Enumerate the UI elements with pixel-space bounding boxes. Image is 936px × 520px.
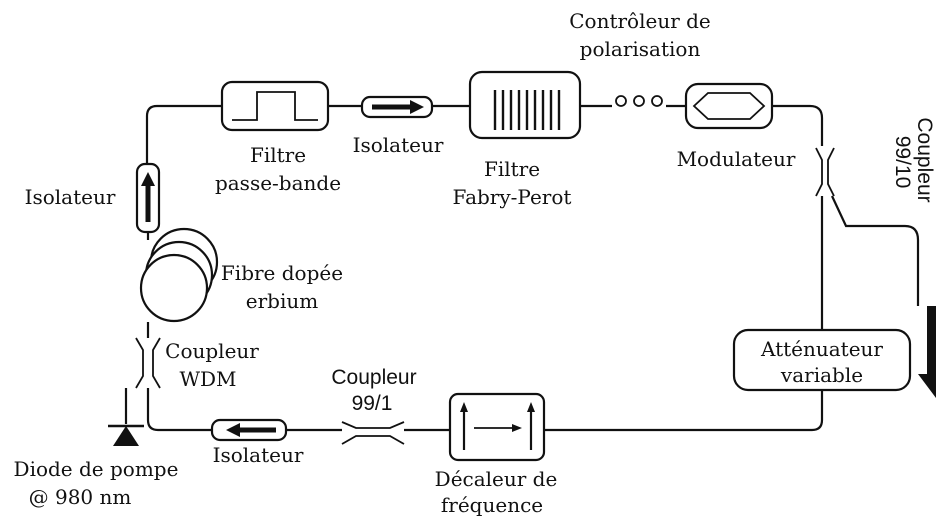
coupler-99-1-label-1: Coupleur	[331, 366, 416, 389]
isolator-top-label: Isolateur	[353, 133, 444, 157]
isolator-bottom: Isolateur	[210, 418, 304, 467]
shifter-left-arrowhead-icon	[460, 402, 468, 412]
output-coupler: Coupleur 99/10	[815, 117, 936, 398]
isolator-bottom-arrowhead-icon	[226, 423, 240, 437]
isolator-left-arrowhead-icon	[141, 172, 155, 186]
output-coupler-label-2: 99/10	[891, 136, 914, 189]
pc-label-2: polarisation	[580, 37, 701, 61]
shifter-label-2: fréquence	[441, 493, 543, 517]
coupler-99-1: Coupleur 99/1	[331, 366, 417, 445]
bandpass-filter: Filtre passe-bande	[215, 80, 341, 195]
isolator-left-label: Isolateur	[25, 185, 116, 209]
fabry-perot-label-1: Filtre	[484, 157, 540, 181]
pump-diode: Diode de pompe @ 980 nm	[14, 388, 179, 509]
shifter-label-1: Décaleur de	[435, 467, 558, 491]
fabry-perot-comb-icon	[493, 90, 561, 130]
pump-label-1: Diode de pompe	[14, 457, 179, 481]
wdm-right-icon	[152, 337, 161, 389]
erbium-label-2: erbium	[246, 289, 318, 313]
erbium-label-1: Fibre dopée	[221, 261, 343, 285]
isolator-left: Isolateur	[25, 162, 161, 234]
fabry-perot-label-2: Fabry-Perot	[453, 185, 572, 209]
output-arrow-shaft-icon	[927, 306, 936, 380]
pc-loop-3-icon	[651, 95, 663, 107]
isolator-top: Isolateur	[353, 95, 444, 157]
fabry-perot-filter: Filtre Fabry-Perot	[453, 70, 582, 209]
fiber-ring	[145, 104, 920, 432]
attenuator-label-2: variable	[780, 363, 863, 387]
bandpass-response-icon	[232, 91, 318, 121]
wdm-label-1: Coupleur	[165, 339, 259, 363]
bandpass-label-1: Filtre	[250, 143, 306, 167]
fiber-output-branch	[831, 195, 920, 306]
shifter-right-arrowhead-icon	[527, 402, 535, 412]
wdm-label-2: WDM	[179, 367, 236, 391]
variable-attenuator: Atténuateur variable	[732, 328, 912, 392]
pump-label-2: @ 980 nm	[29, 485, 132, 509]
fiber-top-left	[145, 104, 222, 172]
fiber-mod-to-coupler	[772, 104, 824, 146]
coupler-99-1-bottom-icon	[341, 435, 405, 445]
output-arrowhead-icon	[918, 374, 936, 398]
coupler-99-1-label-2: 99/1	[352, 392, 393, 415]
fiber-iso-to-wdm	[146, 388, 212, 432]
modulator-label: Modulateur	[677, 147, 796, 171]
isolator-bottom-label: Isolateur	[213, 443, 304, 467]
output-coupler-left-icon	[815, 147, 823, 197]
output-coupler-label-1: Coupleur	[913, 117, 936, 202]
wdm-left-icon	[135, 337, 144, 389]
pc-loop-1-icon	[615, 95, 627, 107]
output-coupler-right-icon	[827, 147, 835, 197]
pc-loop-2-icon	[633, 95, 645, 107]
polarization-controller: Contrôleur de polarisation	[569, 9, 711, 107]
modulator: Modulateur	[677, 82, 796, 171]
bandpass-label-2: passe-bande	[215, 171, 341, 195]
attenuator-label-1: Atténuateur	[760, 337, 883, 361]
pc-label-1: Contrôleur de	[569, 9, 711, 33]
shifter-middle-arrowhead-icon	[512, 424, 522, 432]
wdm-coupler: Coupleur WDM	[135, 337, 259, 391]
erbium-fiber-spool: Fibre dopée erbium	[139, 227, 343, 323]
frequency-shifter: Décaleur de fréquence	[435, 392, 558, 517]
fiber-atten-to-shifter	[544, 390, 824, 432]
pump-diode-icon	[113, 426, 139, 446]
coupler-99-1-top-icon	[341, 421, 405, 429]
modulator-mach-zehnder-icon	[692, 92, 766, 120]
isolator-top-arrowhead-icon	[410, 100, 424, 114]
